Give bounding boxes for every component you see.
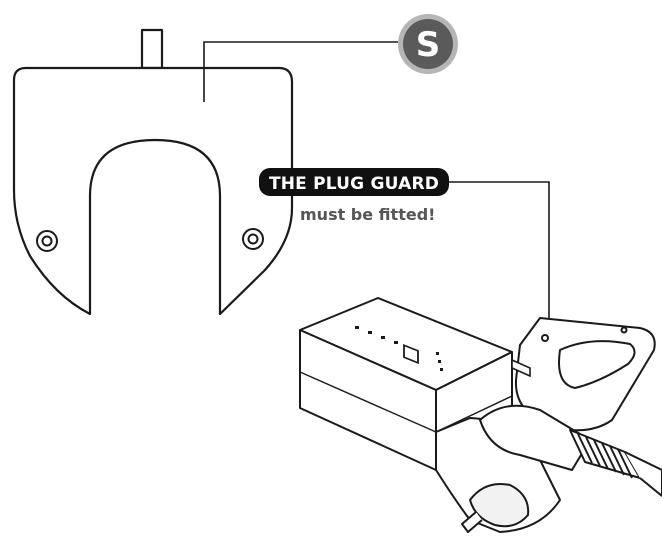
part-leader-line [203,41,398,102]
plug-prong-icon [511,358,531,378]
part-letter-badge: S [398,14,458,74]
installed-plug-guard-icon [514,317,656,432]
callout-label: THE PLUG GUARD [259,168,449,196]
screw-hole-left-icon [36,230,58,252]
callout-leader-line [449,181,550,334]
callout-title: THE PLUG GUARD [269,174,439,194]
callout-subtitle: must be fitted! [300,205,435,224]
device-button [403,343,419,365]
plug-guard-outline-icon [12,28,294,316]
screw-hole-right-icon [242,228,264,250]
part-letter: S [416,25,441,65]
coiled-cable-icon [479,404,662,497]
indicator-lights [355,326,443,371]
